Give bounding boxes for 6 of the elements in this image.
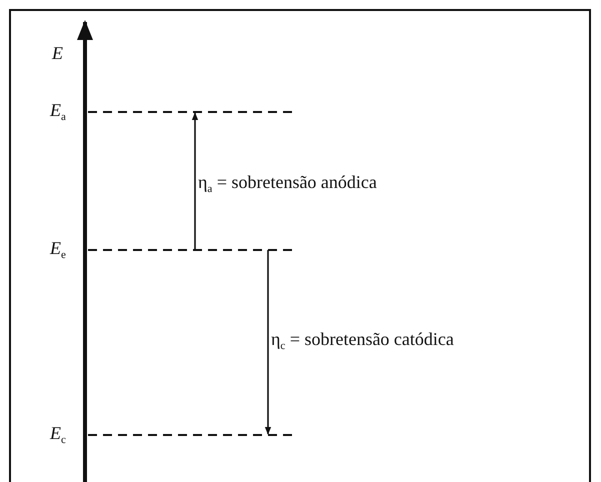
level-label: E$_{e}$: [50, 239, 66, 261]
overpotential-label: η$_{c}$ = sobretensão catódica: [271, 330, 454, 352]
level-label: E$_{c}$: [50, 424, 66, 446]
axis-label: E: [52, 44, 63, 62]
level-label: E$_{a}$: [50, 101, 66, 123]
overpotential-label: η$_{a}$ = sobretensão anódica: [198, 173, 377, 195]
